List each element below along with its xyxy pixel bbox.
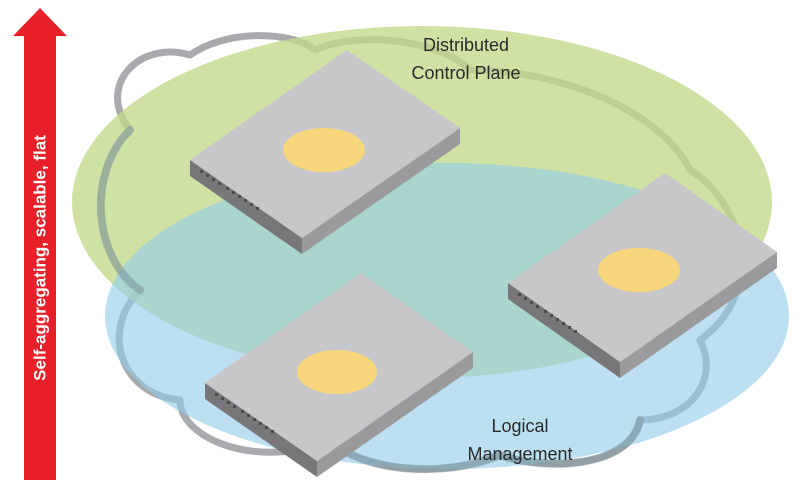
- switch-bottom-disc: [297, 350, 377, 394]
- logical-management-label-line1: Logical: [491, 416, 548, 436]
- switch-top-left-disc: [283, 128, 365, 172]
- control-plane-label-line1: Distributed: [423, 35, 509, 55]
- scale-arrow-label: Self-aggregating, scalable, flat: [31, 135, 50, 381]
- logical-management-label-line2: Management: [467, 444, 572, 464]
- switch-right: [508, 173, 777, 378]
- switch-top-left-ports: [200, 170, 259, 210]
- switch-top-left-side: [302, 128, 460, 254]
- switch-right-disc: [598, 248, 680, 292]
- switch-bottom: [205, 273, 473, 477]
- switch-top-left: [190, 50, 460, 254]
- switch-right-ports: [518, 293, 577, 333]
- cloud-outline-shadow: [96, 126, 644, 474]
- control-plane-label-line2: Control Plane: [411, 63, 520, 83]
- scale-arrow-shape: [13, 8, 67, 480]
- switch-right-side: [620, 252, 777, 378]
- switch-bottom-side: [317, 352, 473, 477]
- scale-arrow: Self-aggregating, scalable, flat: [13, 8, 67, 480]
- switch-bottom-ports: [215, 393, 274, 433]
